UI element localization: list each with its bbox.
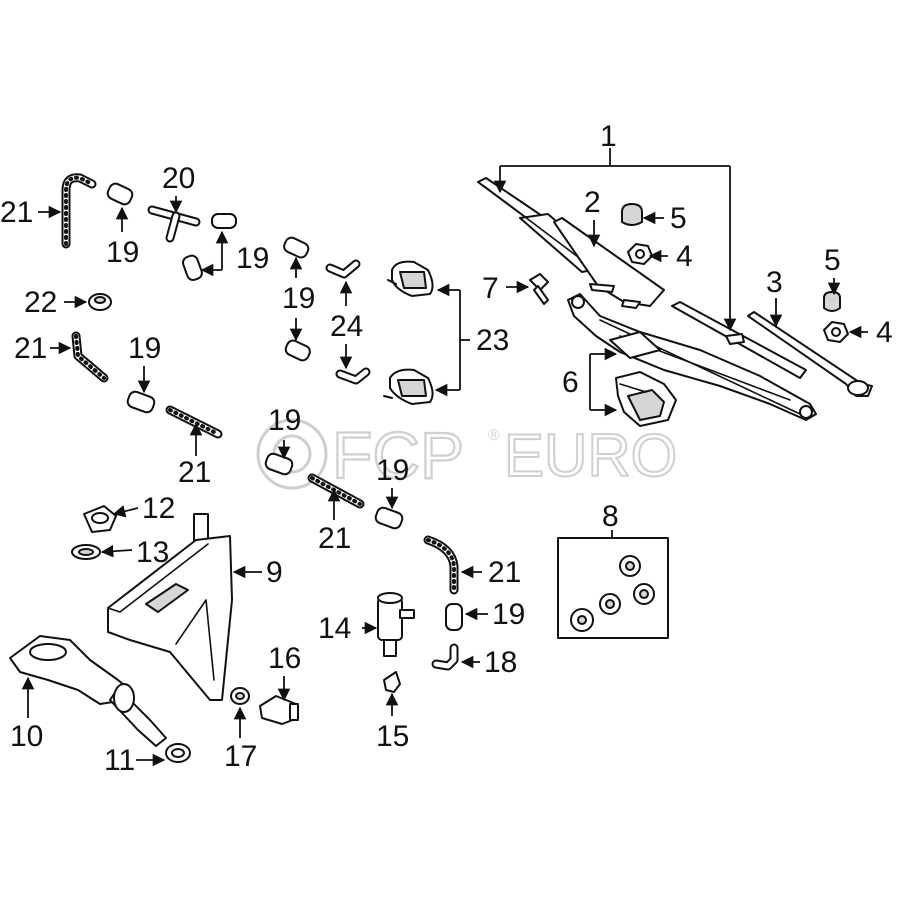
callout-19-g: 19 [492,598,525,631]
part-17-grommet[interactable] [230,687,250,705]
part-21-hose-b[interactable] [71,331,109,383]
callout-21-d: 21 [318,522,351,555]
callout-16: 16 [268,642,301,675]
callout-19-f: 19 [376,454,409,487]
part-7-bolt[interactable] [529,273,549,305]
part-5-cap-lower[interactable] [823,291,841,312]
part-18-elbow-connector[interactable] [431,643,459,671]
part-23-washer-nozzle-upper[interactable] [387,260,434,297]
callout-18: 18 [484,646,517,679]
part-19-connector-a[interactable] [106,182,135,207]
part-19-connector-e[interactable] [284,339,312,363]
callout-9: 9 [266,556,283,589]
part-23-washer-nozzle-lower[interactable] [383,368,434,405]
part-16-level-sensor[interactable] [259,695,299,725]
callout-5-lower: 5 [824,244,841,277]
part-24-elbow-upper[interactable] [325,259,361,279]
callout-21-a: 21 [0,196,33,229]
callout-15: 15 [376,720,409,753]
callout-11: 11 [104,744,135,777]
callout-17: 17 [224,740,257,773]
part-9-washer-reservoir[interactable] [107,513,233,701]
callout-labels: 1 2 3 4 4 5 5 6 7 8 9 10 11 12 13 14 15 … [0,120,893,777]
watermark-brand-euro: EURO [504,422,677,489]
callout-12: 12 [142,492,175,525]
callout-19-e: 19 [268,404,301,437]
callout-21-e: 21 [488,556,521,589]
callout-4-lower: 4 [876,316,893,349]
callout-8: 8 [602,500,619,533]
part-21-hose-a[interactable] [61,173,97,249]
callout-14: 14 [318,612,351,645]
leader-lines [21,148,868,767]
watermark-brand-fcp: FCP [332,418,464,492]
callout-10: 10 [10,720,43,753]
part-24-elbow-lower[interactable] [335,367,371,385]
part-4-nut-lower[interactable] [823,321,849,343]
callout-13: 13 [136,536,169,569]
callout-21-c: 21 [178,456,211,489]
callout-19-c: 19 [282,282,315,315]
part-19-connector-d[interactable] [282,236,310,260]
callout-4-upper: 4 [676,240,693,273]
part-5-cap-upper[interactable] [621,203,643,226]
part-22-nut[interactable] [88,293,112,311]
callout-7: 7 [482,272,499,305]
part-19-connector-i[interactable] [445,603,463,631]
part-13-clip[interactable] [71,544,101,560]
part-14-washer-pump[interactable] [377,592,415,657]
part-19-connector-b[interactable] [211,213,237,229]
part-6-wiper-linkage[interactable] [567,293,817,421]
callout-24: 24 [330,310,363,343]
part-20-t-connector[interactable] [147,205,201,243]
callout-21-b: 21 [14,332,47,365]
fcp-euro-watermark: FCP ® EURO [256,417,678,493]
part-21-hose-c[interactable] [165,405,223,439]
callout-19-a: 19 [106,236,139,269]
callout-1: 1 [600,120,617,153]
callout-6: 6 [562,366,579,399]
part-10-filler-neck[interactable] [9,635,167,747]
watermark-ring-icon [256,418,328,490]
part-19-connector-c[interactable] [181,254,203,282]
part-15-grommet[interactable] [383,671,401,693]
callout-5-upper: 5 [670,202,687,235]
part-12-cap[interactable] [83,505,117,533]
part-19-connector-h[interactable] [374,506,404,530]
part-1-wiper-blade-passenger[interactable] [671,301,807,379]
watermark-registered-mark: ® [488,427,500,444]
part-21-hose-e[interactable] [423,535,459,595]
callout-20: 20 [162,162,195,195]
callout-3: 3 [766,266,783,299]
part-8-bushing-kit[interactable] [557,537,669,639]
part-19-connector-g[interactable] [264,452,294,476]
part-6-wiper-motor[interactable] [615,371,677,427]
callout-22: 22 [24,286,57,319]
part-4-nut-upper[interactable] [627,243,653,265]
callout-19-b: 19 [236,242,269,275]
part-2-wiper-arm[interactable] [553,217,665,309]
part-11-seal-ring[interactable] [165,743,191,763]
callout-19-d: 19 [128,332,161,365]
callout-23: 23 [476,324,509,357]
part-19-connector-f[interactable] [126,390,156,414]
callout-2: 2 [584,186,601,219]
